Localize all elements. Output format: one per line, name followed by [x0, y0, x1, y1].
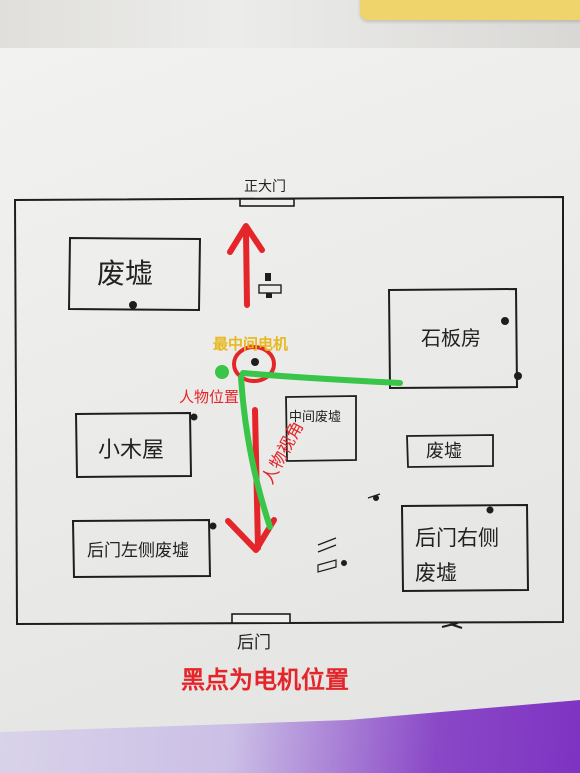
generator-dot: [341, 560, 347, 566]
gate-bottom-label: 后门: [237, 633, 271, 653]
gate-top-label: 正大门: [244, 179, 286, 195]
generator-dot: [209, 522, 217, 530]
room-small-hut: [74, 411, 193, 479]
generator-dot: [129, 301, 137, 309]
sketch-object: [317, 537, 337, 553]
red-arrow-up: [227, 223, 265, 308]
gate-bottom-mark: [231, 613, 291, 624]
yellow-object: [360, 0, 580, 20]
room-ruin-right: [406, 434, 494, 468]
room-central-ruin: [285, 395, 357, 462]
sketch-object: [367, 493, 381, 499]
room-label-small-hut: 小木屋: [98, 438, 165, 463]
room-label-right-stone: 石板房: [421, 326, 481, 350]
room-label-ruin-bottom-left: 后门左侧废墟: [87, 541, 189, 561]
gate-top-mark: [239, 198, 295, 207]
red-circle-center-generator: [232, 345, 276, 383]
green-view-line-right: [240, 370, 403, 386]
generator-dot: [251, 358, 259, 366]
legend-generator-dots: 黑点为电机位置: [181, 666, 349, 694]
sketch-object: [266, 293, 272, 298]
sketch-object: [441, 622, 463, 629]
room-label-ruin-top-left: 废墟: [97, 257, 154, 290]
room-label-central-ruin: 中间废墟: [289, 410, 342, 425]
room-ruin-bottom-left: [71, 518, 212, 579]
room-label-ruin-bottom-right-line1: 后门右侧: [415, 526, 499, 550]
generator-dot: [486, 506, 494, 514]
annotation-player-position: 人物位置: [179, 388, 240, 406]
sketch-object: [317, 559, 337, 573]
sketch-object: [265, 273, 271, 281]
generator-dot: [190, 413, 198, 421]
green-player-dot: [215, 365, 229, 379]
sketch-object: [258, 284, 282, 294]
room-label-ruin-bottom-right-line2: 废墟: [415, 561, 457, 585]
map-outer-wall: [13, 195, 564, 626]
generator-dot: [501, 317, 509, 325]
room-ruin-top-left: [67, 236, 202, 312]
annotation-center-generator: 最中间电机: [213, 335, 289, 353]
room-label-ruin-right: 废墟: [426, 441, 462, 462]
generator-dot: [514, 372, 522, 380]
green-view-line-down: [238, 374, 273, 530]
room-right-stone: [387, 287, 519, 390]
room-ruin-bottom-right: [400, 503, 530, 593]
